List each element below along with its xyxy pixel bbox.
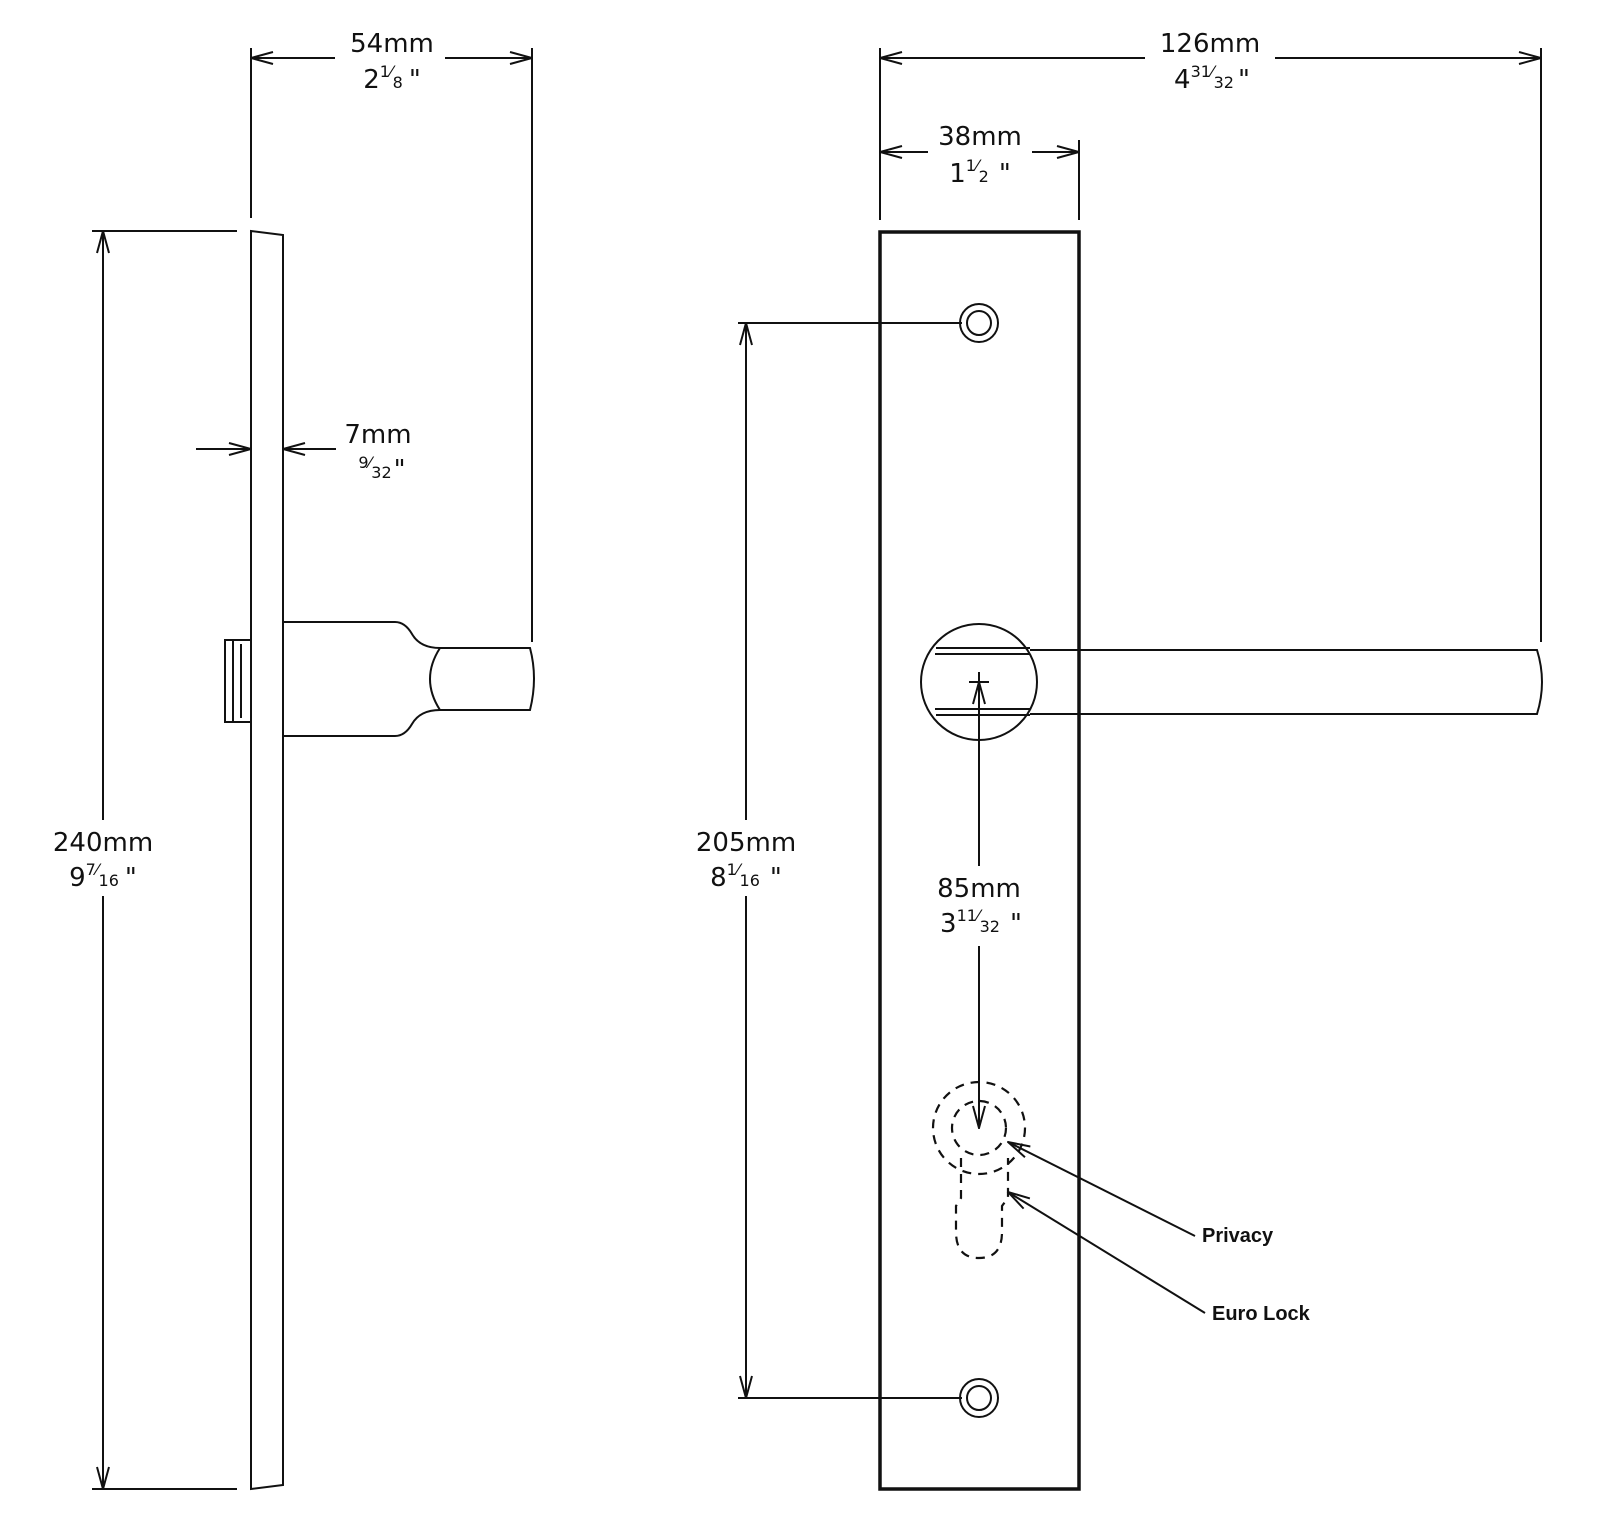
- side-rear-stub: [224, 639, 252, 723]
- dim-fixing-centres-imperial: 81⁄16": [710, 860, 782, 893]
- dim-plate-height-imperial: 97⁄16": [69, 860, 137, 893]
- dim-plate-thickness: 7mm 9⁄32": [196, 420, 412, 485]
- dim-lever-length: 126mm 431⁄32": [879, 29, 1542, 642]
- side-backplate: [250, 229, 284, 1491]
- dim-backset-metric: 85mm: [937, 874, 1021, 904]
- callout-privacy: Privacy: [1008, 1142, 1274, 1247]
- dim-plate-thickness-imperial: 9⁄32": [358, 453, 405, 485]
- front-lever: [1030, 649, 1543, 715]
- dim-lever-length-imperial: 431⁄32": [1174, 62, 1250, 95]
- top-screw: [959, 303, 999, 343]
- dim-fixing-centres-metric: 205mm: [696, 828, 796, 858]
- callout-privacy-label: Privacy: [1202, 1225, 1274, 1247]
- dim-projection: 54mm 21⁄8": [250, 29, 533, 642]
- dim-backset: 85mm 311⁄32": [930, 682, 1030, 1128]
- dim-lever-length-metric: 126mm: [1160, 29, 1260, 59]
- dim-plate-width: 38mm 11⁄2": [880, 120, 1080, 220]
- dim-plate-width-imperial: 11⁄2": [949, 156, 1011, 189]
- side-lever-profile: [283, 621, 535, 737]
- dim-fixing-centres: 205mm 81⁄16": [688, 322, 962, 1399]
- dim-backset-imperial: 311⁄32": [940, 906, 1022, 939]
- dim-plate-thickness-metric: 7mm: [344, 420, 411, 450]
- euro-lock-cutout: [954, 1158, 1010, 1260]
- dim-plate-height: 240mm 97⁄16": [40, 230, 237, 1490]
- dim-plate-height-metric: 240mm: [53, 828, 153, 858]
- dim-plate-width-metric: 38mm: [938, 122, 1022, 152]
- callout-euro-lock-label: Euro Lock: [1212, 1303, 1311, 1325]
- bottom-screw: [959, 1378, 999, 1418]
- callout-euro-lock: Euro Lock: [1008, 1192, 1311, 1325]
- front-backplate: [878, 230, 1081, 1491]
- dim-projection-imperial: 21⁄8": [363, 62, 421, 95]
- dim-projection-metric: 54mm: [350, 29, 434, 59]
- side-view: 54mm 21⁄8" 7mm 9⁄32" 240mm 97⁄16": [40, 29, 535, 1491]
- front-view: 126mm 431⁄32" 38mm 11⁄2" 205mm 81⁄16" 85…: [688, 29, 1543, 1491]
